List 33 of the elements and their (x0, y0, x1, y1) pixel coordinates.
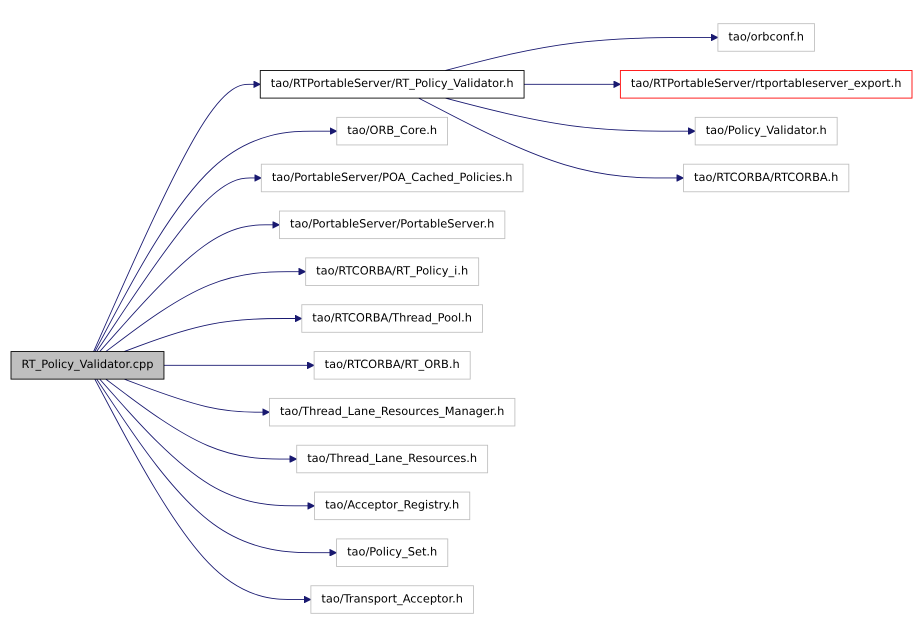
node-box: tao/Thread_Lane_Resources.h (296, 444, 488, 474)
node-box: tao/Policy_Validator.h (694, 116, 838, 146)
arrow (99, 378, 315, 510)
arrow (524, 80, 621, 88)
arrow (124, 314, 302, 352)
node-box: tao/RTCORBA/RT_ORB.h (314, 351, 471, 380)
node-box: tao/RTPortableServer/rtportableserver_export.h (620, 70, 912, 99)
arrow (164, 361, 314, 370)
node-box: tao/RTCORBA/RTCORBA.h (683, 164, 850, 192)
arrow (99, 220, 280, 352)
node-box: tao/PortableServer/POA_Cached_Policies.h (260, 164, 524, 192)
arrow (96, 174, 262, 352)
arrow (93, 80, 261, 352)
node-box: tao/Acceptor_Registry.h (314, 492, 470, 520)
node-box: tao/RTCORBA/RT_Policy_i.h (305, 257, 480, 286)
node-box: tao/Policy_Set.h (336, 538, 448, 567)
node-box: tao/orbconf.h (717, 23, 815, 52)
arrow (105, 378, 298, 463)
node-box: tao/RTCORBA/Thread_Pool.h (301, 304, 483, 333)
arrow (418, 98, 684, 182)
arrow (444, 98, 696, 135)
node-box: tao/ORB_Core.h (336, 116, 448, 146)
arrow (444, 34, 718, 71)
node-box: tao/PortableServer/PortableServer.h (279, 210, 506, 240)
arrow (105, 268, 306, 352)
arrow (94, 127, 338, 352)
arrow (94, 378, 312, 604)
node-box: tao/Transport_Acceptor.h (310, 585, 474, 614)
node-box: tao/RTPortableServer/RT_Policy_Validator.h (260, 70, 524, 99)
arrow (96, 378, 337, 557)
arrow (124, 378, 270, 416)
node-box: RT_Policy_Validator.cpp (10, 351, 164, 380)
node-box: tao/Thread_Lane_Resources_Manager.h (269, 398, 516, 426)
